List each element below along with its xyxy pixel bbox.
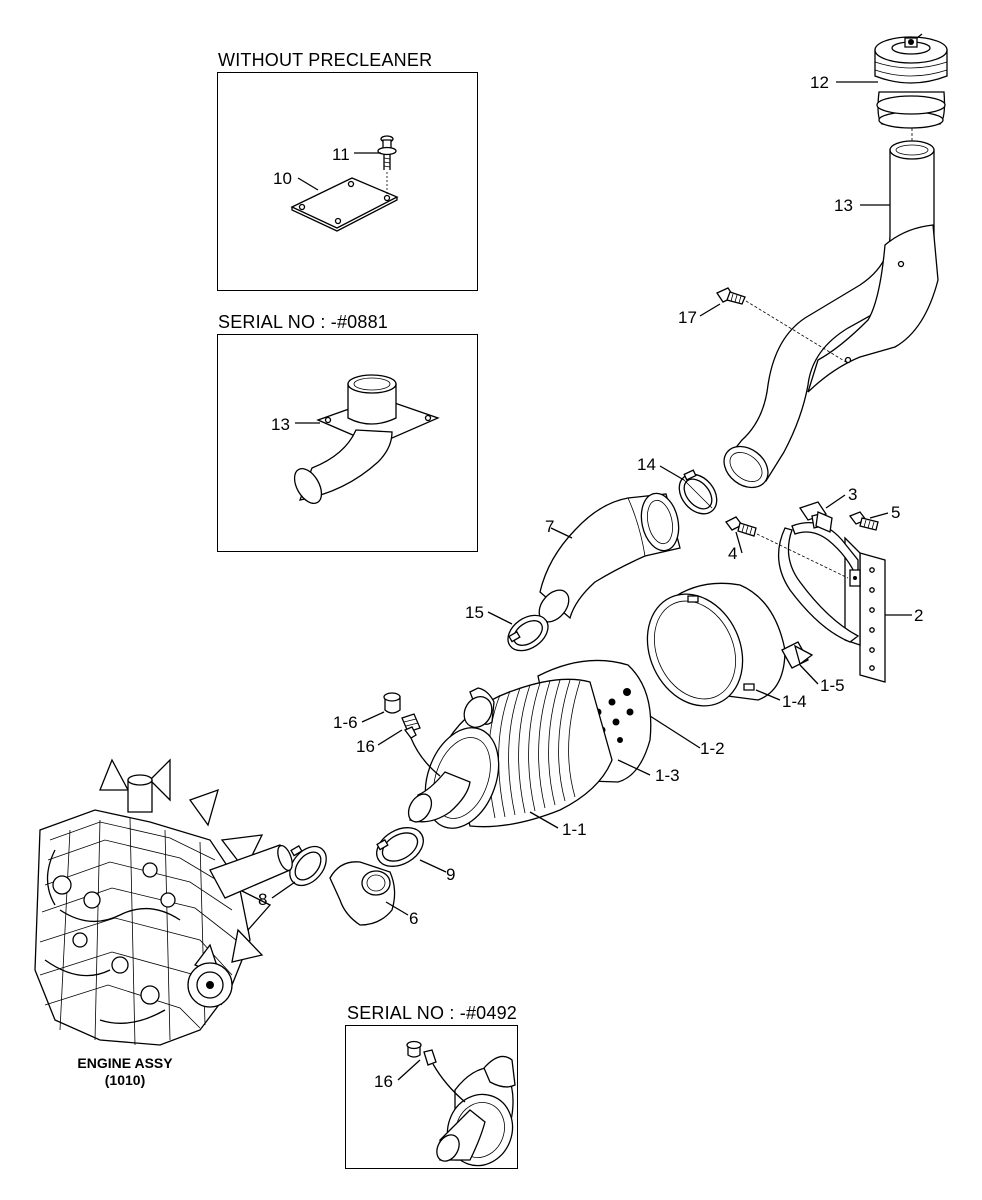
callout-1-4: 1-4 (782, 692, 807, 711)
hose-clamp-drawing (370, 820, 430, 874)
hose-clamp-drawing (282, 840, 333, 893)
air-cleaner-body-drawing (782, 642, 812, 668)
callout-8: 8 (258, 890, 267, 909)
bolt-drawing (850, 512, 878, 530)
callout-12: 12 (810, 73, 829, 92)
callout-1-5: 1-5 (820, 676, 845, 695)
inset-title-without-precleaner: WITHOUT PRECLEANER (218, 50, 433, 70)
callout-1-3: 1-3 (655, 766, 680, 785)
callout-16-inset: 16 (374, 1072, 393, 1091)
engine-caption-line1: ENGINE ASSY (77, 1055, 173, 1071)
callout-3: 3 (848, 485, 857, 504)
callout-17: 17 (678, 308, 697, 327)
callout-4: 4 (728, 544, 737, 563)
inset-title-serial-0881: SERIAL NO : -#0881 (218, 312, 389, 332)
precleaner-cap-drawing (875, 34, 947, 128)
bolt-drawing (726, 517, 848, 578)
callout-1-6: 1-6 (333, 713, 358, 732)
callout-2: 2 (914, 606, 923, 625)
inset-box-serial-0881 (217, 334, 478, 552)
callout-1-1: 1-1 (562, 820, 587, 839)
callout-15: 15 (465, 603, 484, 622)
dust-indicator-drawing (407, 1042, 522, 1175)
callout-5: 5 (891, 503, 900, 522)
hose-clamp-drawing (672, 467, 725, 521)
hose-clamp-drawing (501, 608, 554, 658)
bolt-drawing (717, 288, 846, 362)
air-cleaner-body-drawing (404, 660, 651, 838)
bolt-drawing (800, 502, 832, 532)
callout-14: 14 (637, 455, 656, 474)
callout-10: 10 (273, 169, 292, 188)
intake-pipe-drawing (716, 128, 938, 496)
callout-13-inset: 13 (271, 415, 290, 434)
intake-pipe-drawing (289, 375, 438, 508)
inset-box-serial-0492 (345, 1025, 518, 1169)
bolt-drawing (378, 136, 396, 195)
callout-7: 7 (545, 517, 554, 536)
callout-9: 9 (446, 865, 455, 884)
inset-box-without-precleaner (217, 72, 478, 291)
engine-caption-line2: (1010) (105, 1072, 145, 1088)
callout-16: 16 (356, 737, 375, 756)
engine-assy-drawing (35, 760, 295, 1045)
cover-plate-drawing (292, 178, 397, 231)
callout-11: 11 (332, 145, 350, 164)
air-cleaner-body-drawing (630, 578, 785, 721)
dust-indicator-drawing (384, 693, 440, 776)
inset-title-serial-0492: SERIAL NO : -#0492 (347, 1003, 518, 1023)
callout-13: 13 (834, 196, 853, 215)
leader-lines (272, 82, 912, 1080)
intake-hose-drawing (533, 490, 683, 628)
elbow-hose-drawing (330, 862, 395, 925)
callout-1-2: 1-2 (700, 739, 725, 758)
callout-6: 6 (409, 909, 418, 928)
